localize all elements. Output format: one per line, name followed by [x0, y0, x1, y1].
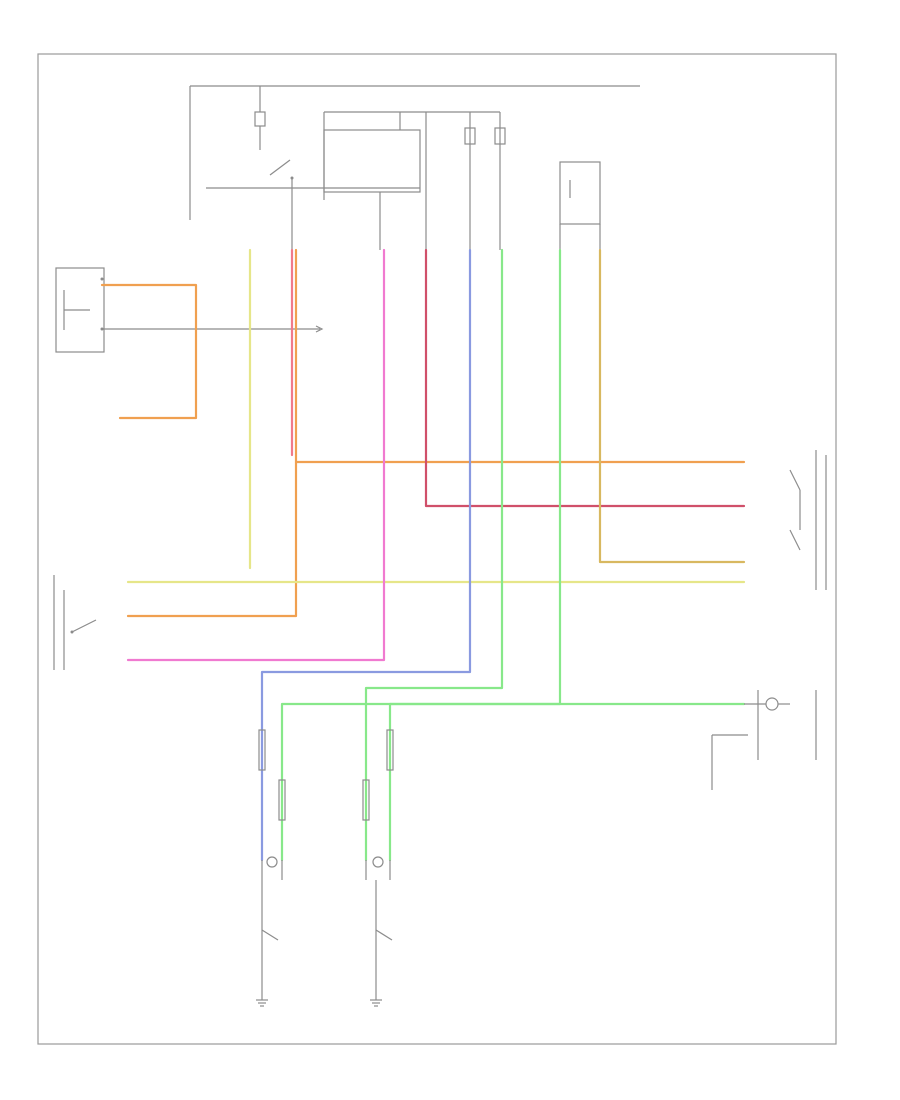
red-feed: [424, 248, 746, 508]
orange-switch-feed: [126, 460, 298, 618]
dimmer-switch: [789, 450, 827, 590]
tan-feed: [598, 248, 746, 564]
wire-harness: [100, 248, 746, 862]
orange-headlamp-feed: [294, 248, 746, 464]
green-feed: [280, 702, 746, 862]
left-headlamp: [261, 856, 283, 990]
left-headlamp-ground: [256, 990, 268, 1007]
indicator-lamp: [711, 690, 817, 790]
blue-feed: [260, 248, 472, 862]
headlamp-switch: [53, 575, 97, 670]
magenta-feed: [126, 248, 386, 662]
right-headlamp: [365, 856, 393, 990]
green-indicator-feed: [364, 248, 504, 862]
right-headlamp-ground: [370, 990, 382, 1007]
orange-sensor-loop: [100, 283, 198, 420]
green-right-feed: [388, 248, 562, 706]
diagram-frame: [37, 53, 837, 1045]
connector-markers: [258, 729, 394, 821]
light-sensor-module: [55, 267, 324, 353]
power-distribution-block: [189, 85, 640, 250]
